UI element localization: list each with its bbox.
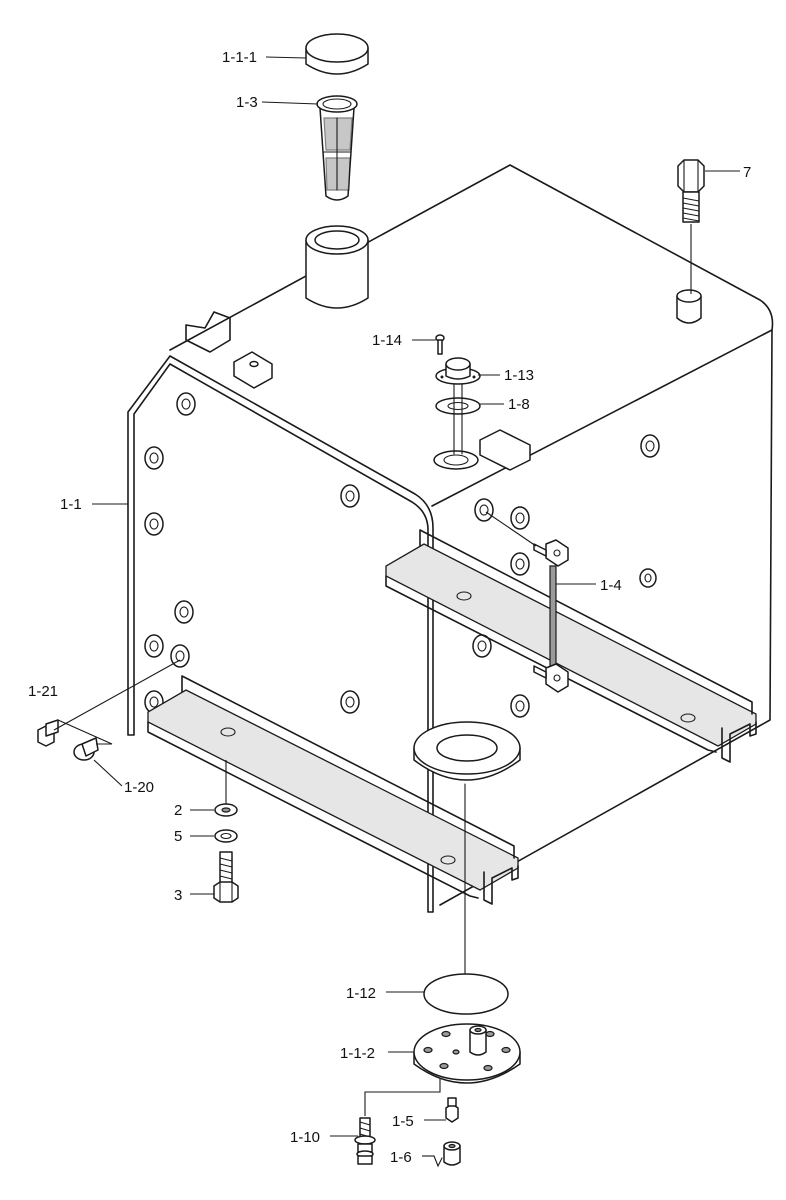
bolt-boss-top [676, 289, 702, 303]
tank-top-face [169, 164, 774, 507]
label-3: 3 [174, 887, 182, 904]
top-square-boss-hole [249, 360, 259, 368]
filler-neck-bore [314, 230, 360, 250]
label-1-5: 1-5 [392, 1113, 414, 1130]
label-1-12: 1-12 [346, 985, 376, 1002]
leader-lines [53, 56, 740, 1157]
gauge-axis-lines [453, 383, 463, 455]
tank-gauge-port [433, 450, 479, 470]
label-1-8: 1-8 [508, 396, 530, 413]
label-1-1-1: 1-1-1 [222, 49, 257, 66]
part-fitting-1-6 [433, 1141, 461, 1168]
part-labels: 1-1-1 1-3 7 1-14 1-13 1-8 1-1 1-4 1-21 1… [28, 49, 751, 1166]
label-1-3: 1-3 [236, 94, 258, 111]
part-gauge [435, 357, 481, 385]
part-washer-5 [214, 829, 238, 843]
rear-bracket [185, 311, 231, 353]
label-1-1: 1-1 [60, 496, 82, 513]
part-fitting-1-5 [445, 1097, 459, 1123]
filler-neck [305, 239, 369, 309]
label-1-1-2: 1-1-2 [340, 1045, 375, 1062]
part-washer-2 [214, 803, 238, 817]
label-5: 5 [174, 828, 182, 845]
part-plug-1-21 [37, 719, 59, 747]
part-screw-1-14 [435, 334, 445, 355]
part-drain-ring [413, 721, 521, 781]
label-1-20: 1-20 [124, 779, 154, 796]
label-2: 2 [174, 802, 182, 819]
part-bolt-top [677, 159, 705, 223]
label-1-4: 1-4 [600, 577, 622, 594]
part-o-ring-1-12 [423, 973, 509, 1015]
right-face-bosses [472, 434, 660, 718]
top-square-boss [233, 351, 273, 389]
part-drain-flange [413, 1023, 521, 1084]
front-panel-bosses [144, 392, 360, 714]
part-gasket-1-8 [435, 397, 481, 415]
label-1-13: 1-13 [504, 367, 534, 384]
part-bolt-3 [213, 851, 239, 903]
label-7: 7 [743, 164, 751, 181]
label-1-6: 1-6 [390, 1149, 412, 1166]
mounting-rail-left [147, 675, 519, 905]
top-block [479, 429, 531, 471]
part-strainer [316, 95, 358, 201]
part-bolt-1-10 [354, 1117, 376, 1165]
part-plug-1-20 [73, 737, 99, 761]
bolt-boss [676, 295, 702, 324]
label-1-21: 1-21 [28, 683, 58, 700]
tank-front-panel [127, 355, 434, 913]
part-cap [305, 33, 369, 75]
part-level-rod [533, 539, 569, 693]
tank-right-face [439, 329, 773, 906]
tank-body [127, 164, 774, 913]
label-1-10: 1-10 [290, 1129, 320, 1146]
label-1-14: 1-14 [372, 332, 402, 349]
